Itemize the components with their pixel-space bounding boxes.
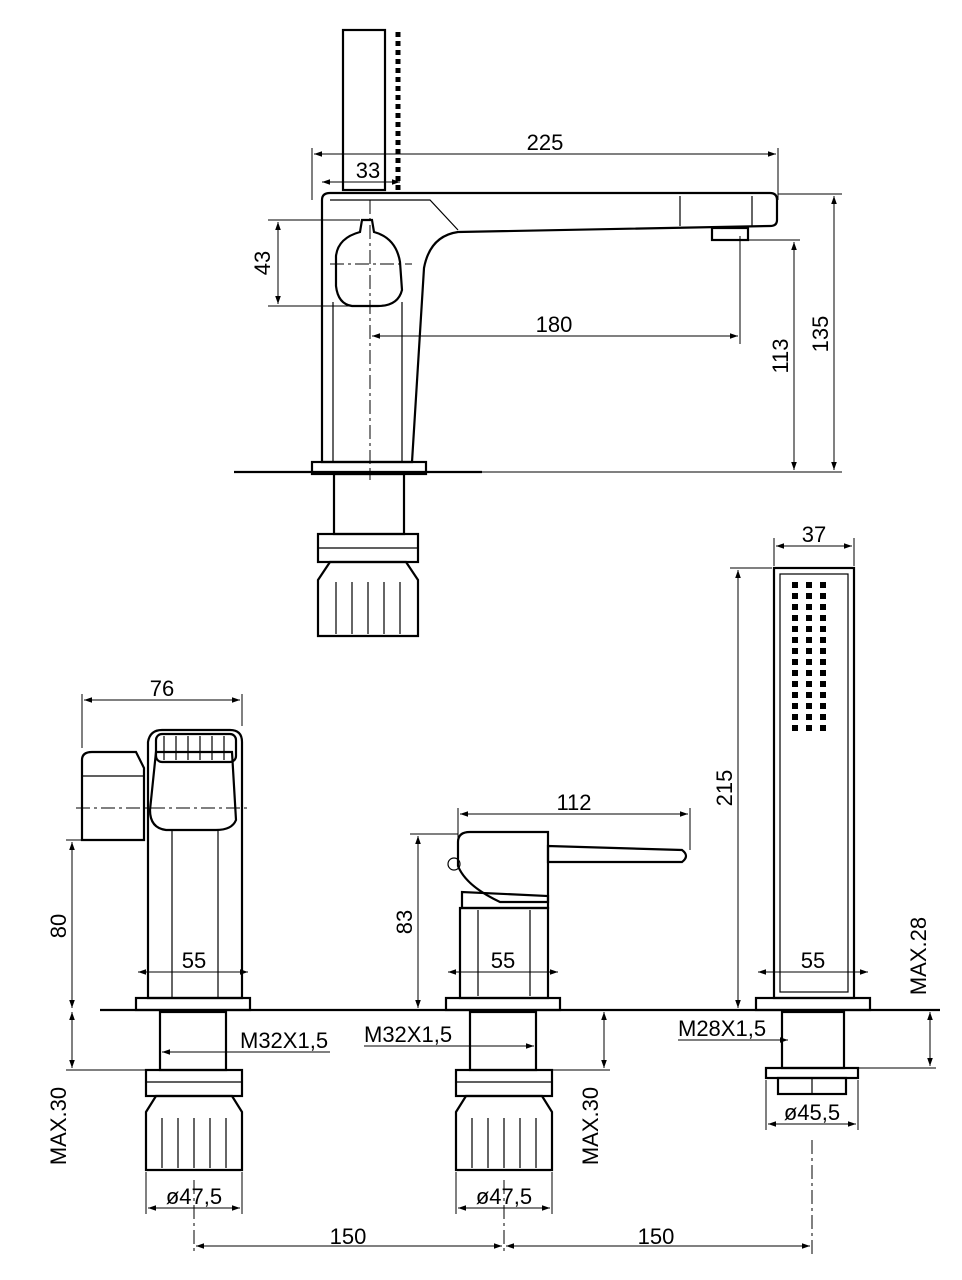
nozzle — [820, 703, 826, 709]
nozzle — [792, 659, 798, 665]
dim-80: 80 — [46, 914, 71, 938]
dim-55-shower: 55 — [801, 948, 825, 973]
nozzle — [820, 582, 826, 588]
dim-135: 135 — [808, 316, 833, 353]
nozzle — [820, 725, 826, 731]
thread-shower: M28X1,5 — [678, 1016, 766, 1041]
nozzle — [806, 714, 812, 720]
nozzle — [792, 670, 798, 676]
nut-dia-valve: ø47,5 — [476, 1184, 532, 1209]
dim-225: 225 — [527, 130, 564, 155]
nut-dia-shower: ø45,5 — [784, 1100, 840, 1125]
spout-side-view: 225 33 43 180 113 135 — [234, 28, 842, 638]
nozzle — [806, 615, 812, 621]
nozzle — [806, 670, 812, 676]
dim-37: 37 — [802, 522, 826, 547]
nozzle — [820, 615, 826, 621]
nozzle — [792, 714, 798, 720]
dim-33: 33 — [356, 158, 380, 183]
spout-top-edge — [330, 199, 459, 231]
spacing-left: 150 — [330, 1224, 367, 1249]
spacing-right: 150 — [638, 1224, 675, 1249]
dim-180: 180 — [536, 312, 573, 337]
dim-83: 83 — [392, 910, 417, 934]
nozzle — [792, 703, 798, 709]
nozzle — [792, 637, 798, 643]
nozzle — [806, 659, 812, 665]
nozzle — [820, 659, 826, 665]
max-deck-shower: MAX.28 — [906, 917, 931, 995]
spout-body — [320, 191, 779, 464]
nozzle — [806, 725, 812, 731]
dim-55-mixer: 55 — [182, 948, 206, 973]
nozzle — [806, 582, 812, 588]
nozzle — [820, 626, 826, 632]
thread-valve: M32X1,5 — [364, 1022, 452, 1047]
hose-guide — [341, 28, 387, 192]
nut-lower — [316, 560, 420, 638]
mixer-front-view: 76 80 55 M32X1,5 MAX.30 ø47,5 — [46, 676, 330, 1254]
lever-cap — [334, 218, 404, 308]
nozzle — [820, 714, 826, 720]
nozzle — [792, 593, 798, 599]
dim-112: 112 — [556, 790, 591, 815]
hand-shower-view: 37 215 55 M28X1,5 MAX.28 ø45,5 — [678, 522, 936, 1254]
shank — [332, 472, 406, 536]
nozzle — [792, 626, 798, 632]
nozzle — [792, 681, 798, 687]
nozzle — [820, 604, 826, 610]
hand-shower — [772, 566, 856, 1000]
valve-lever — [546, 844, 688, 864]
max-deck-valve: MAX.30 — [578, 1087, 603, 1165]
nozzle — [806, 692, 812, 698]
side-holder — [80, 750, 146, 842]
mixer-body — [146, 728, 244, 1000]
aerator — [710, 226, 750, 242]
nozzle — [806, 593, 812, 599]
nozzle — [820, 648, 826, 654]
nozzle — [820, 593, 826, 599]
nut-dia-mixer: ø47,5 — [166, 1184, 222, 1209]
nozzle — [806, 648, 812, 654]
nozzle — [820, 681, 826, 687]
nozzle — [792, 582, 798, 588]
spacing-dimensions: 150 150 — [196, 1224, 810, 1249]
nozzle — [806, 604, 812, 610]
valve-head — [456, 830, 550, 904]
nozzle — [820, 670, 826, 676]
mixer-knob — [148, 750, 238, 832]
lever-valve-view: 112 83 55 M32X1,5 MAX.30 ø47,5 — [364, 790, 691, 1254]
dim-76: 76 — [150, 676, 174, 701]
dim-43: 43 — [250, 251, 275, 275]
nozzle — [792, 615, 798, 621]
dim-113: 113 — [768, 338, 793, 373]
nozzle — [820, 692, 826, 698]
nozzle — [792, 725, 798, 731]
nozzle — [792, 692, 798, 698]
nozzle — [792, 604, 798, 610]
nozzle — [806, 637, 812, 643]
nozzle — [806, 626, 812, 632]
thread-mixer: M32X1,5 — [240, 1028, 328, 1053]
nozzle — [806, 681, 812, 687]
nozzle — [806, 703, 812, 709]
nozzle — [820, 637, 826, 643]
dim-215: 215 — [712, 770, 737, 807]
dim-55-valve: 55 — [491, 948, 515, 973]
nozzle — [792, 648, 798, 654]
spray-nozzles — [792, 582, 826, 731]
max-deck-mixer: MAX.30 — [46, 1087, 71, 1165]
